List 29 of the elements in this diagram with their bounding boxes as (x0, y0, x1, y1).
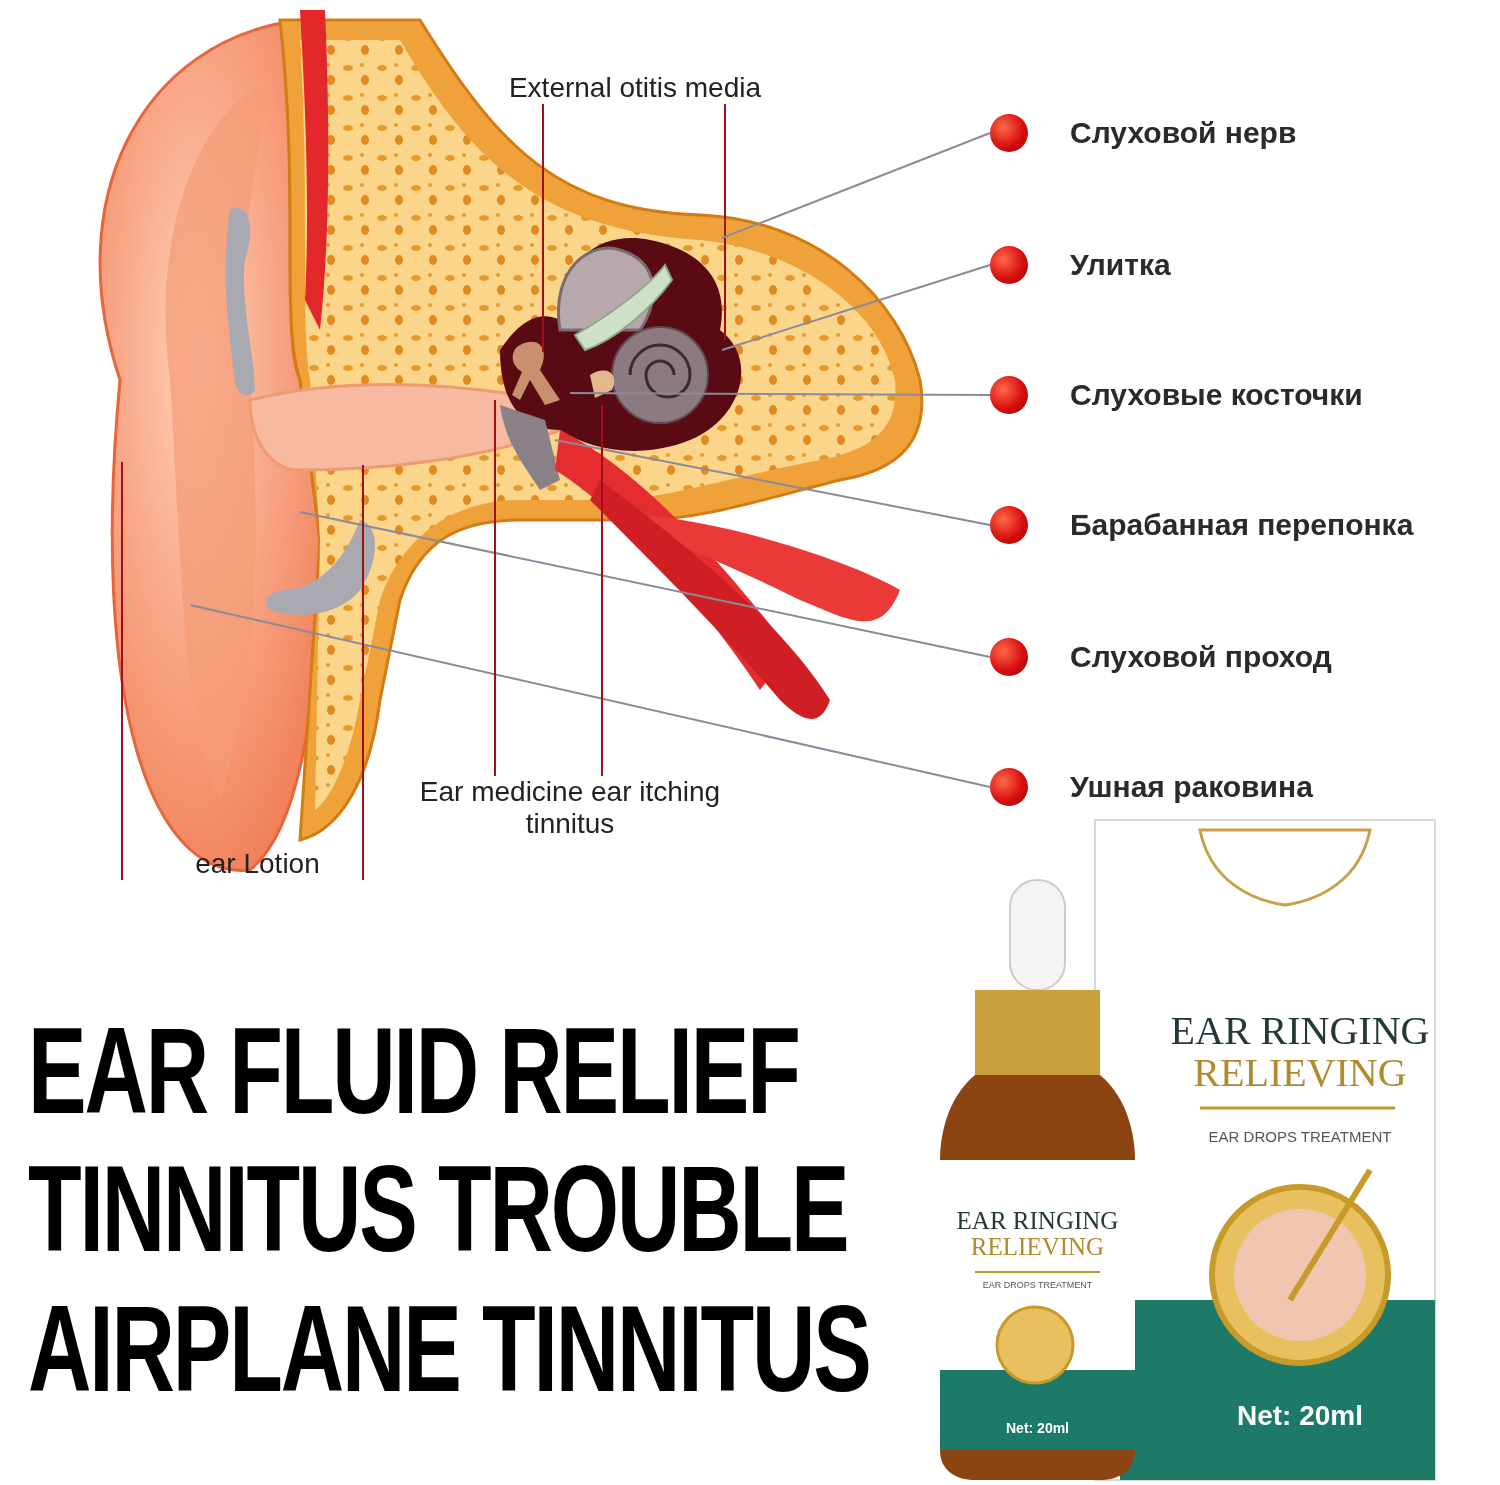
callout-text: External otitis media (485, 72, 785, 104)
part-label: Ушная раковина (1070, 770, 1313, 804)
leader-line (542, 103, 544, 353)
part-label: Слуховые косточки (1070, 378, 1363, 412)
part-label: Слуховой нерв (1070, 116, 1297, 150)
leader-line (189, 604, 991, 788)
volume-text: Net: 20ml (1005, 1420, 1070, 1436)
package-subtitle: EAR DROPS TREATMENT (1207, 1128, 1393, 1145)
package-title: EAR RINGING RELIEVING (1169, 1010, 1431, 1094)
leader-line (362, 464, 364, 881)
headline-text: AIRPLANE TINNITUS (28, 1288, 870, 1410)
leader-line (724, 103, 726, 341)
leader-line (721, 264, 991, 351)
leader-line (554, 439, 991, 526)
part-label: Слуховой проход (1070, 640, 1332, 674)
leader-line (121, 461, 123, 881)
leader-line (494, 399, 496, 777)
bottle-subtitle: EAR DROPS TREATMENT (981, 1280, 1094, 1290)
part-label: Барабанная перепонка (1070, 508, 1414, 542)
leader-line (601, 404, 603, 777)
volume-text: Net: 20ml (1235, 1400, 1364, 1432)
leader-line (569, 392, 991, 396)
headline-text: EAR FLUID RELIEF (28, 1010, 799, 1132)
part-label: Улитка (1070, 248, 1171, 282)
leader-line (299, 511, 991, 658)
callout-text: Ear medicine ear itching tinnitus (380, 776, 760, 840)
leader-line (721, 132, 991, 239)
bottle-title: EAR RINGING RELIEVING (955, 1208, 1120, 1261)
headline-text: TINNITUS TROUBLE (28, 1148, 848, 1270)
